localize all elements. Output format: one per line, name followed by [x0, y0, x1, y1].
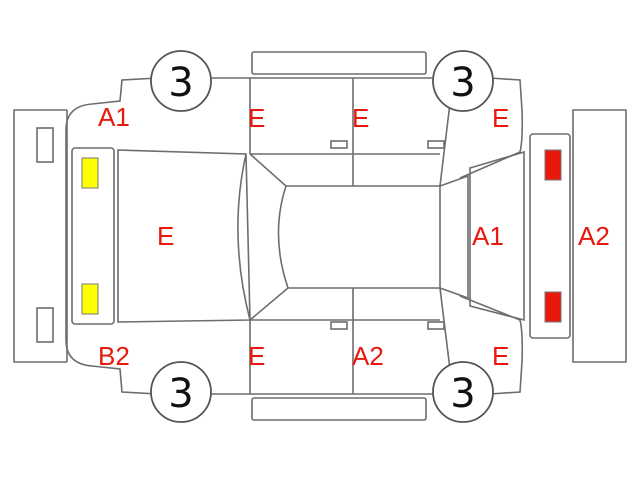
wheel-rear-right: 3 — [432, 361, 494, 423]
label-roof-rear: A1 — [472, 221, 504, 251]
wheel-front-left: 3 — [150, 50, 212, 112]
label-top-rear-fender: E — [492, 103, 509, 133]
label-rear-panel: A2 — [578, 221, 610, 251]
label-hood: E — [157, 221, 174, 251]
front-lamp-bottom — [81, 283, 99, 315]
wheel-rear-right-value: 3 — [450, 371, 475, 417]
wheel-front-right-value: 3 — [450, 60, 475, 106]
label-top-left: A1 — [98, 102, 130, 132]
label-top-front-fender: E — [248, 103, 265, 133]
rear-lamp-bottom — [544, 291, 562, 323]
label-bottom-door: A2 — [352, 341, 384, 371]
label-bottom-front-fender: E — [248, 341, 265, 371]
wheel-rear-left-value: 3 — [168, 371, 193, 417]
bottom-side-skirt — [251, 397, 427, 421]
wheel-front-right: 3 — [432, 50, 494, 112]
label-top-front-door: E — [352, 103, 369, 133]
top-side-skirt — [251, 51, 427, 75]
top-doors — [249, 77, 454, 187]
label-bottom-left: B2 — [98, 341, 130, 371]
rear-lamp-top — [544, 149, 562, 181]
front-bumper — [13, 109, 68, 363]
wheel-front-left-value: 3 — [168, 60, 193, 106]
rear-bumper — [572, 109, 627, 363]
wheel-rear-left: 3 — [150, 361, 212, 423]
label-bottom-rear-fender: E — [492, 341, 509, 371]
front-lamp-top — [81, 157, 99, 189]
body-outline — [65, 77, 571, 395]
